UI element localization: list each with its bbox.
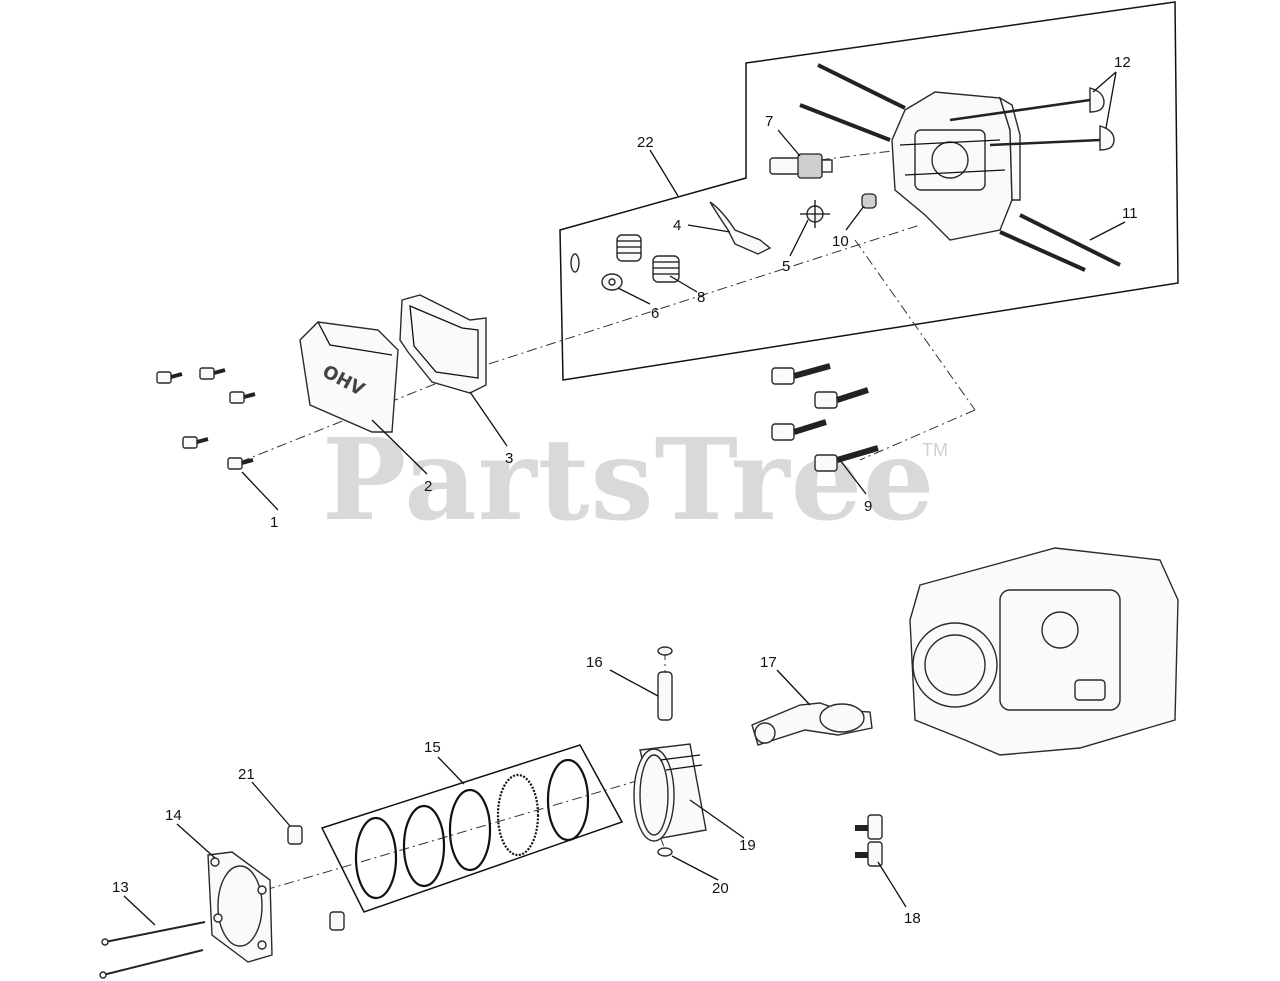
spark-plug [769, 153, 833, 179]
piston-ring-set-frame [320, 744, 624, 913]
head-studs [799, 63, 1121, 272]
watermark-trademark: TM [922, 440, 948, 460]
callout-1: 1 [270, 514, 278, 531]
long-studs [99, 921, 206, 979]
dowel-pin [329, 911, 345, 931]
head-gasket [207, 851, 273, 963]
pin-retainer-top [657, 646, 673, 656]
rocker-pivot [800, 200, 830, 228]
rocker-cover-gasket [399, 294, 487, 394]
callout-5: 5 [782, 258, 790, 275]
piston [633, 743, 707, 842]
callout-7: 7 [765, 113, 773, 130]
valve-seal [861, 193, 877, 209]
piston-pin [657, 671, 673, 721]
rocker-arm [709, 201, 772, 255]
pin-retainer-bottom [657, 847, 673, 857]
callout-6: 6 [651, 305, 659, 322]
rocker-cover-screws [156, 367, 256, 470]
callout-4: 4 [673, 217, 681, 234]
callout-15: 15 [424, 739, 441, 756]
callout-3: 3 [505, 450, 513, 467]
callout-8: 8 [697, 289, 705, 306]
crankcase [909, 547, 1179, 756]
watermark-brand: PartsTree [322, 415, 936, 546]
callout-22: 22 [637, 134, 654, 151]
callout-11: 11 [1122, 205, 1138, 222]
callout-21: 21 [238, 766, 255, 783]
piston-rings [354, 758, 590, 900]
rocker-cover: OHV [299, 321, 399, 433]
head-bolts [771, 363, 879, 472]
cylinder-head [891, 91, 1021, 241]
callout-labels: 1 2 3 4 5 6 7 8 9 10 11 12 13 14 15 16 1… [112, 54, 1138, 927]
dowel-pin [287, 825, 303, 845]
callout-9: 9 [864, 498, 872, 515]
callout-10: 10 [832, 233, 849, 250]
callout-14: 14 [165, 807, 182, 824]
callout-2: 2 [424, 478, 432, 495]
callout-18: 18 [904, 910, 921, 927]
callout-13: 13 [112, 879, 129, 896]
keeper [570, 253, 580, 273]
connecting-rod [751, 702, 873, 746]
callout-20: 20 [712, 880, 729, 897]
callout-12: 12 [1114, 54, 1131, 71]
callout-19: 19 [739, 837, 756, 854]
callout-leaders [123, 71, 1126, 926]
assembly-axes [239, 149, 976, 891]
callout-17: 17 [760, 654, 777, 671]
callout-16: 16 [586, 654, 603, 671]
rod-bolts [855, 814, 883, 867]
valve-springs [616, 234, 680, 283]
head-assembly-frame [559, 1, 1179, 381]
valves [949, 87, 1115, 151]
